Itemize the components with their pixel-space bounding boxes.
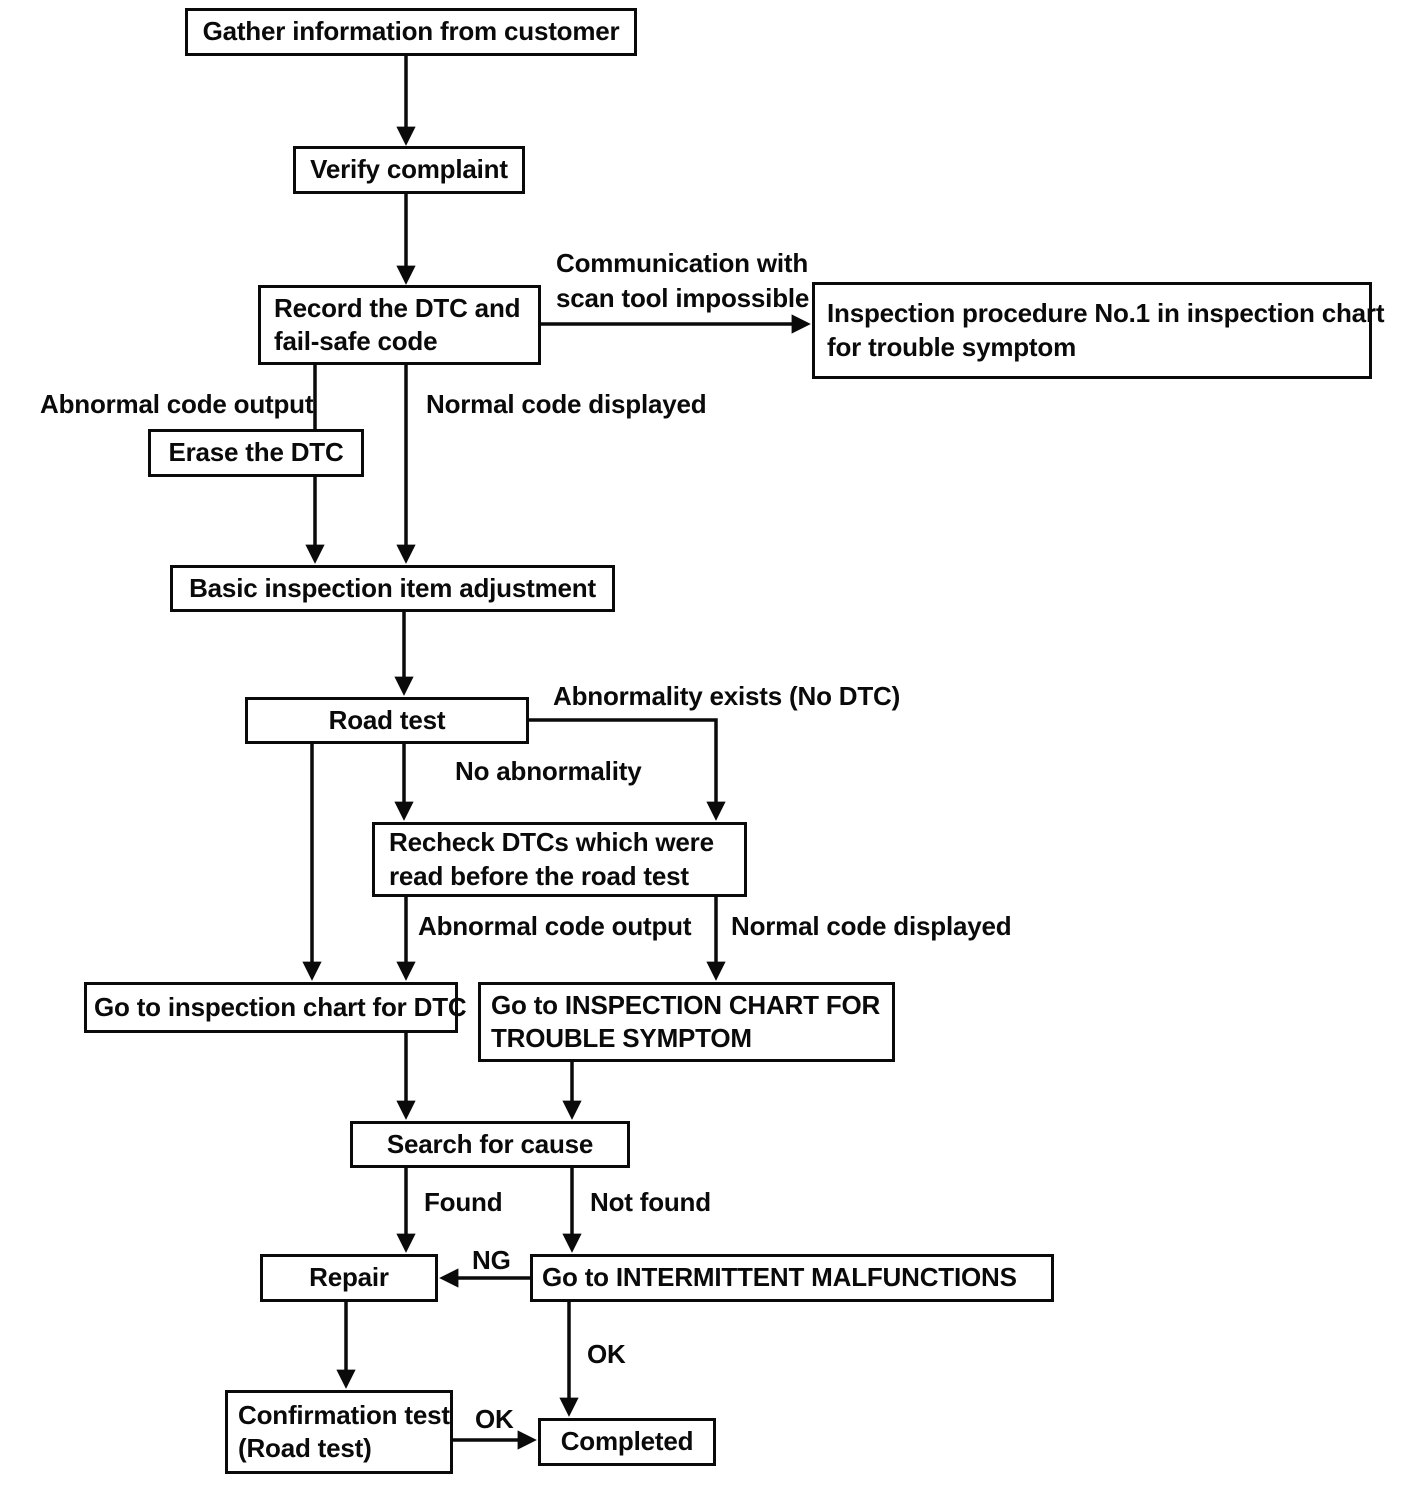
node-label: Completed (560, 1426, 694, 1457)
node-completed: Completed (538, 1418, 716, 1466)
node-label-line2: TROUBLE SYMPTOM (491, 1023, 752, 1053)
edge-label-normal-code-displayed-1: Normal code displayed (426, 389, 707, 419)
node-erase-dtc: Erase the DTC (148, 429, 364, 477)
node-label-line1: Go to INSPECTION CHART FOR (491, 989, 881, 1020)
node-label-line1: Inspection procedure No.1 in inspection … (827, 298, 1385, 329)
node-label: Search for cause (386, 1128, 594, 1159)
node-label-line2: read before the road test (389, 860, 689, 891)
node-confirmation-test: Confirmation test (Road test) (225, 1390, 453, 1474)
edge-label-abnormal-code-output-2: Abnormal code output (418, 911, 692, 941)
edge-label-communication-line1: Communication with (556, 248, 809, 278)
node-label-line1: Record the DTC and (274, 292, 521, 323)
node-label-line1: Confirmation test (238, 1399, 450, 1430)
edge-label-ok-to-completed: OK (587, 1339, 626, 1369)
edge-label-abnormal-code-output-1: Abnormal code output (40, 389, 314, 419)
node-recheck-dtcs: Recheck DTCs which were read before the … (372, 822, 747, 897)
edge-label-ng: NG (472, 1245, 511, 1275)
node-label: Gather information from customer (202, 16, 620, 47)
node-label-line2: fail-safe code (274, 326, 438, 356)
edge-label-ok-confirmation: OK (475, 1404, 514, 1434)
edge-label-normal-code-displayed-2: Normal code displayed (731, 911, 1012, 941)
node-label: Repair (309, 1262, 389, 1293)
edge-label-abnormality-exists: Abnormality exists (No DTC) (553, 681, 901, 711)
node-label: Erase the DTC (168, 437, 344, 468)
node-search-for-cause: Search for cause (350, 1121, 630, 1168)
node-label: Go to inspection chart for DTC (94, 991, 467, 1022)
node-label-line2: (Road test) (238, 1433, 372, 1463)
node-label: Road test (328, 704, 446, 735)
node-repair: Repair (260, 1254, 438, 1302)
edge-label-not-found: Not found (590, 1187, 711, 1217)
node-gather-information: Gather information from customer (185, 8, 637, 56)
node-label-line2: for trouble symptom (827, 331, 1076, 362)
node-goto-intermittent-malfunctions: Go to INTERMITTENT MALFUNCTIONS (530, 1254, 1054, 1302)
node-label: Go to INTERMITTENT MALFUNCTIONS (542, 1262, 1017, 1293)
node-inspection-procedure-no1: Inspection procedure No.1 in inspection … (812, 282, 1385, 379)
node-label-line1: Recheck DTCs which were (389, 827, 714, 858)
node-label: Verify complaint (310, 154, 508, 185)
edge-road-test-abnormality-to-recheck (529, 718, 726, 821)
node-basic-inspection: Basic inspection item adjustment (170, 565, 615, 612)
edge-label-no-abnormality: No abnormality (455, 756, 642, 786)
node-goto-inspection-chart-trouble-symptom: Go to INSPECTION CHART FOR TROUBLE SYMPT… (478, 982, 895, 1062)
node-road-test: Road test (245, 697, 529, 744)
edge-label-found: Found (424, 1187, 503, 1217)
node-verify-complaint: Verify complaint (293, 146, 525, 194)
edge-label-communication-line2: scan tool impossible (556, 283, 810, 313)
node-goto-inspection-chart-dtc: Go to inspection chart for DTC (84, 982, 467, 1033)
node-record-dtc: Record the DTC and fail-safe code (258, 285, 541, 365)
node-label: Basic inspection item adjustment (189, 572, 596, 603)
